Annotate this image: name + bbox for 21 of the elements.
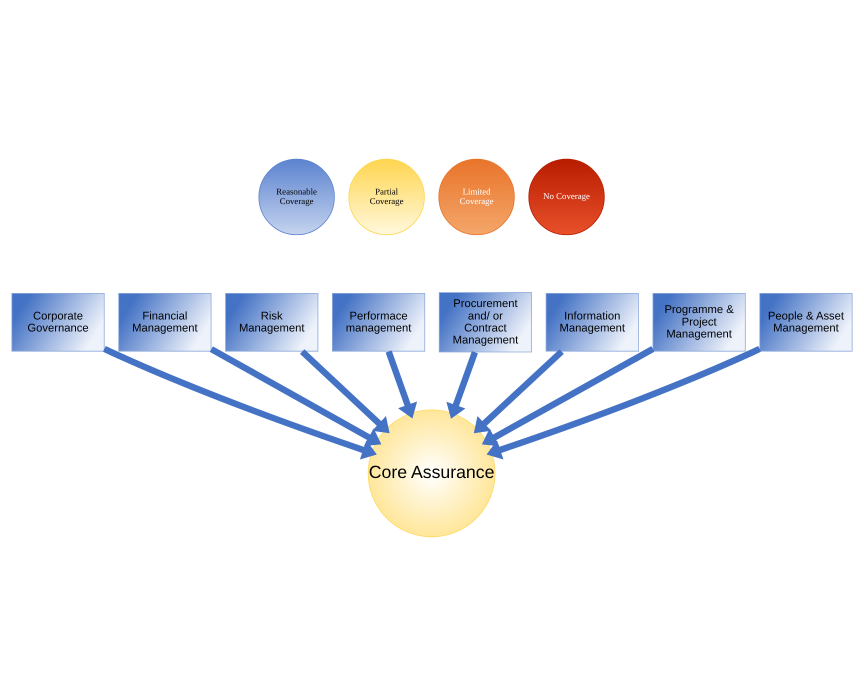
node-circle: Limited Coverage — [438, 158, 515, 236]
node-box: Risk Management — [225, 292, 318, 352]
node-box: People & Asset Management — [759, 292, 853, 352]
node-box: Information Management — [546, 292, 639, 352]
arrow — [103, 346, 377, 460]
arrow — [486, 346, 761, 460]
arrow — [482, 346, 654, 446]
arrow — [210, 346, 382, 446]
node-box: Corporate Governance — [11, 292, 105, 352]
node-box: Procurement and/ or Contract Management — [438, 292, 532, 352]
node-box: Financial Management — [118, 292, 212, 352]
node-box: Programme & Project Management — [652, 292, 746, 352]
arrow — [300, 349, 390, 434]
arrow — [474, 349, 564, 434]
node-circle: No Coverage — [528, 158, 605, 236]
arrow — [446, 351, 478, 419]
node-circle: Core Assurance — [368, 409, 496, 538]
node-circle: Reasonable Coverage — [258, 158, 335, 236]
node-box: Performace management — [332, 292, 426, 352]
node-circle: Partial Coverage — [348, 158, 425, 236]
arrow — [386, 350, 418, 418]
